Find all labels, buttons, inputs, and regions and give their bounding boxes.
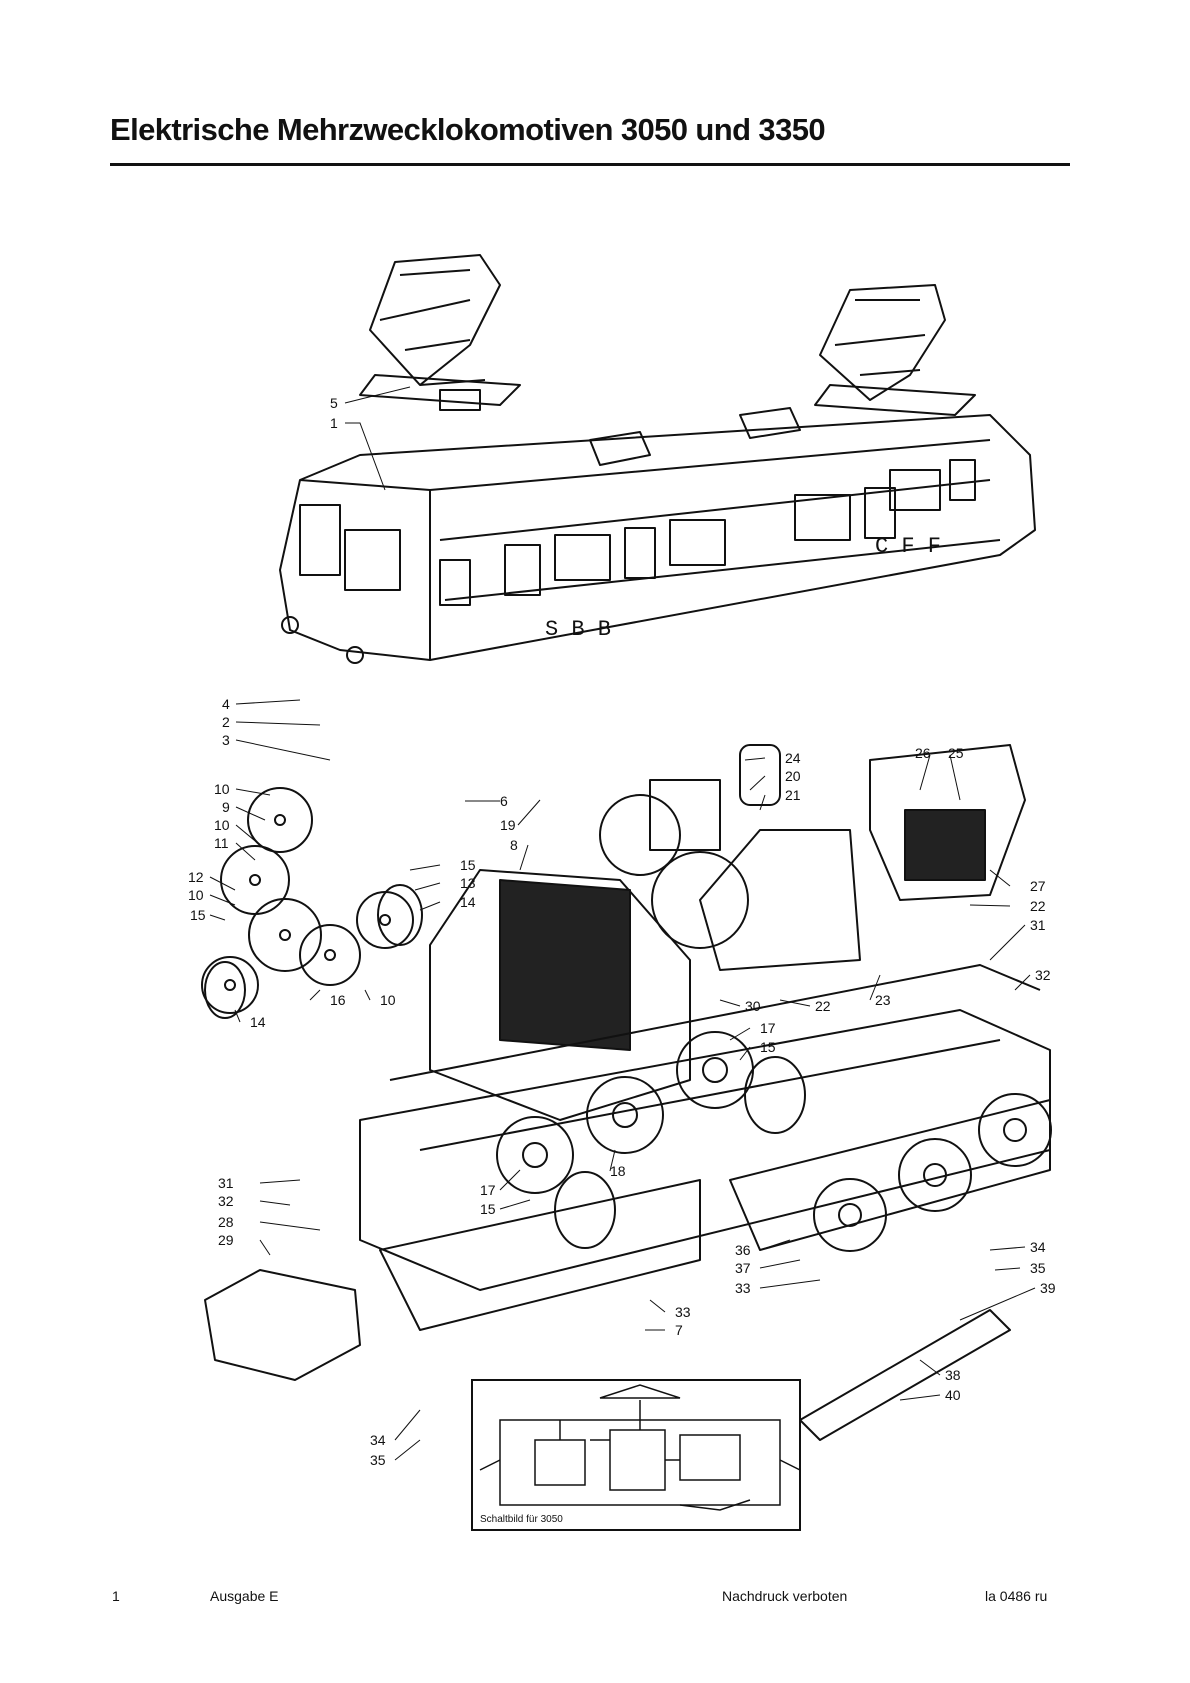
callout-10: 10 — [214, 817, 230, 833]
callout-23: 23 — [875, 992, 891, 1008]
callout-10: 10 — [380, 992, 396, 1008]
footer-code: la 0486 ru — [985, 1588, 1048, 1604]
motor-assembly — [429, 744, 861, 1121]
schematic-caption: Schaltbild für 3050 — [480, 1514, 563, 1525]
callout-10: 10 — [214, 781, 230, 797]
gear-train — [201, 787, 423, 1019]
callout-19: 19 — [500, 817, 516, 833]
callout-4: 4 — [222, 696, 230, 712]
callout-31: 31 — [1030, 917, 1046, 933]
callout-6: 6 — [500, 793, 508, 809]
callout-36: 36 — [735, 1242, 751, 1258]
slider-shoe — [799, 1309, 1011, 1441]
footer-page-number: 1 — [112, 1588, 120, 1604]
callout-22: 22 — [1030, 898, 1046, 914]
leader-lines — [209, 386, 1036, 1461]
page-title: Elektrische Mehrzwecklokomotiven 3050 un… — [110, 112, 826, 147]
callout-1: 1 — [330, 415, 338, 431]
callout-20: 20 — [785, 768, 801, 784]
callout-7: 7 — [675, 1322, 683, 1338]
callout-18: 18 — [610, 1163, 626, 1179]
callout-38: 38 — [945, 1367, 961, 1383]
chassis-frame — [359, 964, 1052, 1331]
callout-35: 35 — [370, 1452, 386, 1468]
title-rule — [110, 163, 1070, 166]
callout-32: 32 — [218, 1193, 234, 1209]
body-lettering-right: C F F — [875, 534, 941, 559]
callout-2: 2 — [222, 714, 230, 730]
footer-notice: Nachdruck verboten — [722, 1588, 848, 1604]
callout-33: 33 — [735, 1280, 751, 1296]
callout-8: 8 — [510, 837, 518, 853]
footer-edition: Ausgabe E — [210, 1588, 279, 1604]
callout-40: 40 — [945, 1387, 961, 1403]
callout-3: 3 — [222, 732, 230, 748]
callout-9: 9 — [222, 799, 230, 815]
callout-35: 35 — [1030, 1260, 1046, 1276]
callout-24: 24 — [785, 750, 801, 766]
locomotive-body — [279, 407, 1036, 664]
callout-12: 12 — [188, 869, 204, 885]
callout-16: 16 — [330, 992, 346, 1008]
callout-15: 15 — [760, 1039, 776, 1055]
callout-15: 15 — [460, 857, 476, 873]
callout-28: 28 — [218, 1214, 234, 1230]
callout-37: 37 — [735, 1260, 751, 1276]
callout-33: 33 — [675, 1304, 691, 1320]
body-lettering-left: S B B — [545, 617, 611, 642]
callout-22: 22 — [815, 998, 831, 1014]
pantograph-right — [814, 284, 976, 416]
pantograph-left — [359, 254, 521, 411]
callout-39: 39 — [1040, 1280, 1056, 1296]
callout-10: 10 — [188, 887, 204, 903]
callout-15: 15 — [480, 1201, 496, 1217]
callout-17: 17 — [480, 1182, 496, 1198]
callout-15: 15 — [190, 907, 206, 923]
reverse-unit — [869, 744, 1026, 901]
callout-34: 34 — [1030, 1239, 1046, 1255]
callout-34: 34 — [370, 1432, 386, 1448]
callout-31: 31 — [218, 1175, 234, 1191]
wiring-schematic: Schaltbild für 3050 — [471, 1379, 801, 1531]
callout-27: 27 — [1030, 878, 1046, 894]
callout-29: 29 — [218, 1232, 234, 1248]
callout-5: 5 — [330, 395, 338, 411]
callout-21: 21 — [785, 787, 801, 803]
callout-14: 14 — [250, 1014, 266, 1030]
callout-25: 25 — [948, 745, 964, 761]
callout-13: 13 — [460, 875, 476, 891]
callout-30: 30 — [745, 998, 761, 1014]
callout-14: 14 — [460, 894, 476, 910]
end-cover — [204, 1269, 361, 1381]
callout-32: 32 — [1035, 967, 1051, 983]
callout-26: 26 — [915, 745, 931, 761]
callout-11: 11 — [214, 835, 229, 851]
callout-17: 17 — [760, 1020, 776, 1036]
